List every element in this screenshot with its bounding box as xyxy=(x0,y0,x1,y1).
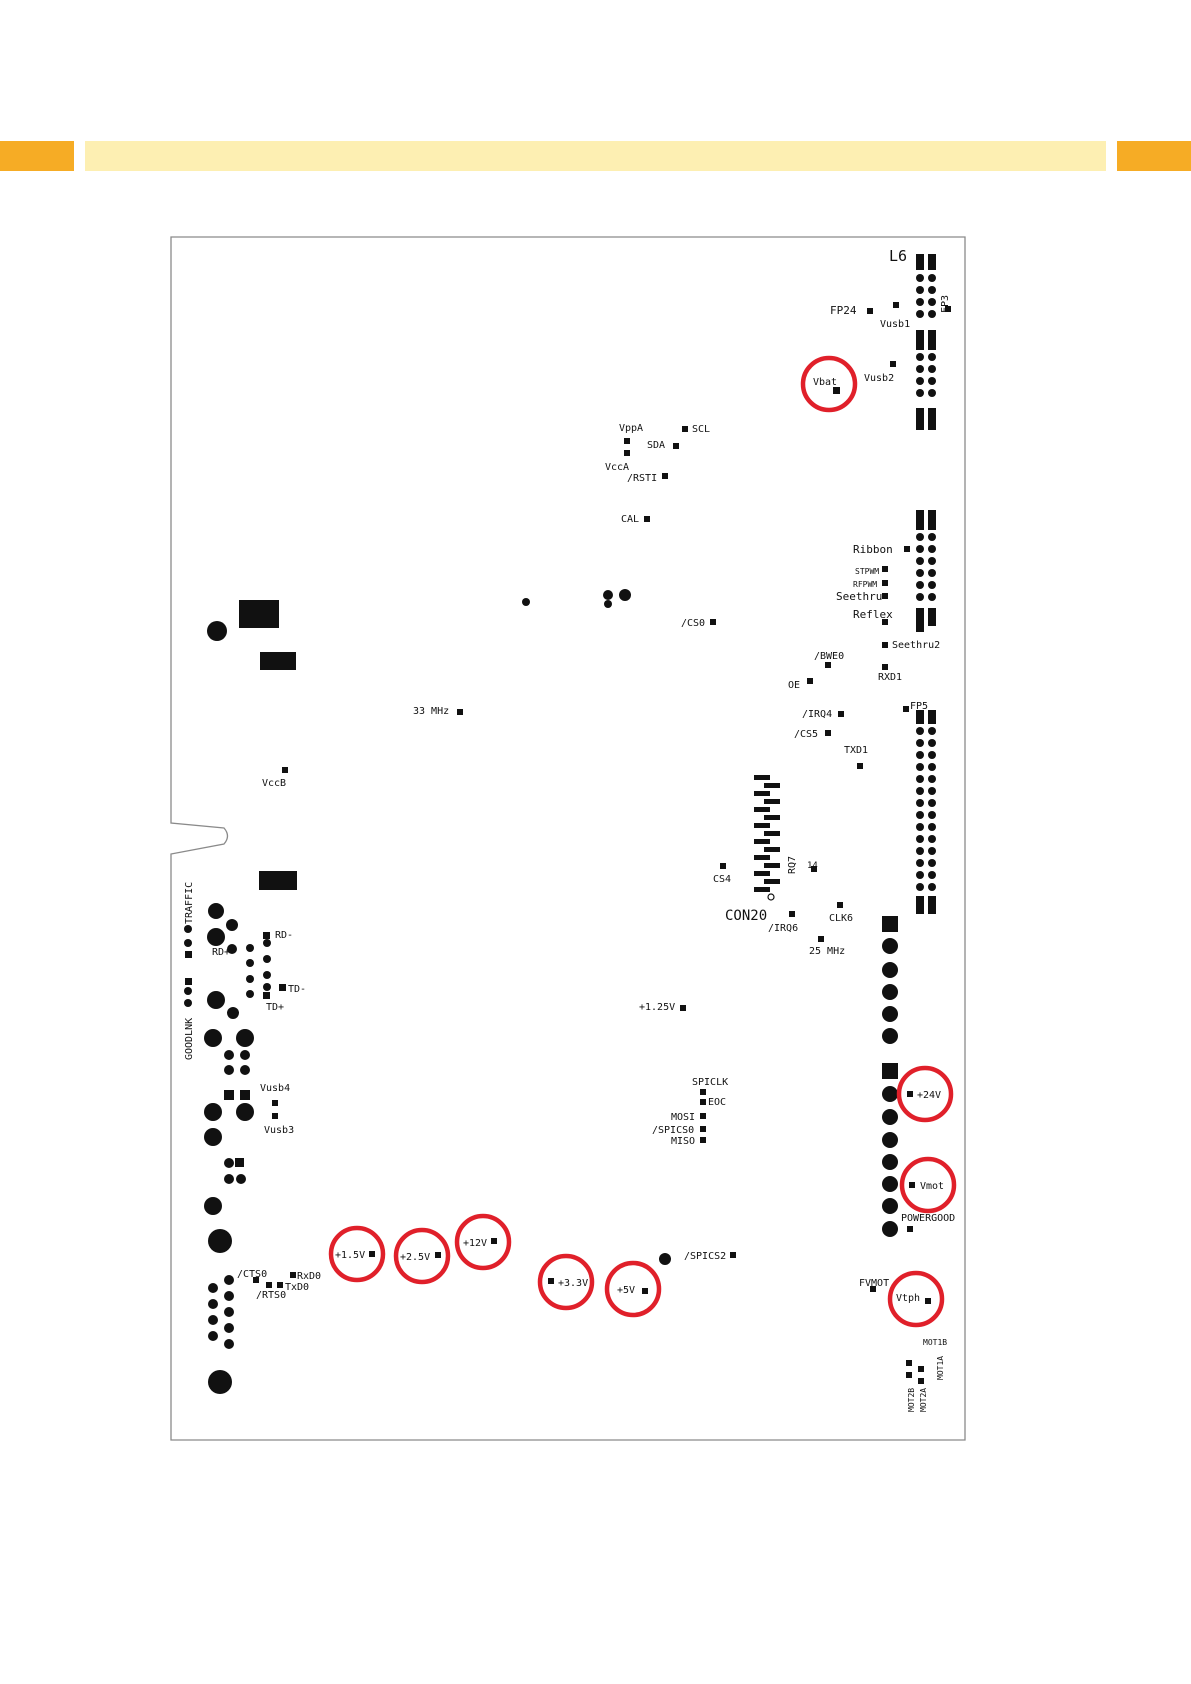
label-mot1b: MOT1B xyxy=(923,1338,947,1347)
highlight-v5 xyxy=(604,1260,662,1318)
label-fp24: FP24 xyxy=(830,304,857,317)
label-irq4: /IRQ4 xyxy=(802,709,832,720)
label-cs0: /CS0 xyxy=(681,618,705,629)
highlight-vtph xyxy=(887,1270,945,1328)
label-cts0: /CTS0 xyxy=(237,1269,267,1280)
label-reflex: Reflex xyxy=(853,608,893,621)
label-vusb2: Vusb2 xyxy=(864,373,894,384)
label-cs5: /CS5 xyxy=(794,729,818,740)
label-v12: +12V xyxy=(463,1238,487,1249)
label-td-minus: TD- xyxy=(288,984,306,995)
label-rxd0: RxD0 xyxy=(297,1271,321,1282)
header-accent-left xyxy=(0,141,74,171)
test-pads xyxy=(253,302,931,1384)
label-miso: MISO xyxy=(671,1136,695,1147)
label-vtph: Vtph xyxy=(896,1293,920,1304)
label-mot2b: MOT2B xyxy=(907,1388,916,1412)
label-v15: +1.5V xyxy=(335,1250,365,1261)
label-sda: SDA xyxy=(647,440,665,451)
label-14: 14 xyxy=(807,861,818,871)
header-band xyxy=(85,141,1106,171)
highlight-circles xyxy=(328,355,957,1328)
label-v25: +2.5V xyxy=(400,1252,430,1263)
label-ribbon: Ribbon xyxy=(853,543,893,556)
label-irq6: /IRQ6 xyxy=(768,923,798,934)
label-eoc: EOC xyxy=(708,1097,726,1108)
label-mosi: MOSI xyxy=(671,1112,695,1123)
label-v33: +3.3V xyxy=(558,1278,588,1289)
label-mot1a: MOT1A xyxy=(936,1356,945,1380)
central-components xyxy=(522,589,671,1265)
label-v125: +1.25V xyxy=(639,1002,675,1013)
label-rd-minus: RD- xyxy=(275,930,293,941)
label-cs4: CS4 xyxy=(713,874,731,885)
label-spics2: /SPICS2 xyxy=(684,1251,726,1262)
label-con20: CON20 xyxy=(725,908,767,924)
label-rts0: /RTS0 xyxy=(256,1290,286,1301)
label-v5: +5V xyxy=(617,1285,635,1296)
label-spiclk: SPICLK xyxy=(692,1077,728,1088)
highlight-v12 xyxy=(454,1213,512,1271)
highlight-v33 xyxy=(537,1253,595,1311)
label-powergood: POWERGOOD xyxy=(901,1213,955,1224)
label-v24: +24V xyxy=(917,1090,941,1101)
label-vccb: VccB xyxy=(262,778,286,789)
label-stpwm: STPWM xyxy=(855,567,879,576)
label-spics0: /SPICS0 xyxy=(652,1125,694,1136)
label-rd-plus: RD+ xyxy=(212,947,230,958)
header-accent-right xyxy=(1117,141,1191,171)
label-rxd1: RXD1 xyxy=(878,672,902,683)
label-25mhz: 25 MHz xyxy=(809,946,845,957)
label-vusb3: Vusb3 xyxy=(264,1125,294,1136)
label-vppa: VppA xyxy=(619,423,643,434)
left-components xyxy=(184,600,297,1394)
label-rq7: RQ7 xyxy=(787,856,798,874)
label-vcca: VccA xyxy=(605,462,629,473)
highlight-v15 xyxy=(328,1225,386,1283)
label-cal: CAL xyxy=(621,514,639,525)
label-txd0: TxD0 xyxy=(285,1282,309,1293)
highlight-vmot xyxy=(899,1156,957,1214)
label-td-plus: TD+ xyxy=(266,1002,284,1013)
connector-con20 xyxy=(754,775,780,901)
highlight-v24 xyxy=(896,1065,954,1123)
board-outline xyxy=(170,236,966,1441)
label-fp3: FP3 xyxy=(940,295,951,313)
connector-fp5 xyxy=(903,706,936,914)
connector-l6 xyxy=(916,254,951,430)
label-bwe0: /BWE0 xyxy=(814,651,844,662)
label-fvmot: FVMOT xyxy=(859,1278,889,1289)
label-vbat: Vbat xyxy=(813,377,837,388)
label-fp5: FP5 xyxy=(910,701,928,712)
label-oe: OE xyxy=(788,680,800,691)
label-goodlnk: GOODLNK xyxy=(184,1018,195,1060)
label-seethru: Seethru xyxy=(836,590,882,603)
label-seethru2: Seethru2 xyxy=(892,640,940,651)
label-rfpwm: RFPWM xyxy=(853,580,877,589)
label-l6: L6 xyxy=(889,247,907,265)
label-mot2a: MOT2A xyxy=(919,1388,928,1412)
label-rsti: /RSTI xyxy=(627,473,657,484)
label-33mhz: 33 MHz xyxy=(413,706,449,717)
highlight-vbat xyxy=(800,355,858,413)
label-vusb1: Vusb1 xyxy=(880,319,910,330)
connector-sensors xyxy=(916,510,936,632)
label-txd1: TXD1 xyxy=(844,745,868,756)
highlight-v25 xyxy=(393,1227,451,1285)
label-vusb4: Vusb4 xyxy=(260,1083,290,1094)
power-terminal-column xyxy=(882,916,898,1237)
label-clk6: CLK6 xyxy=(829,913,853,924)
label-vmot: Vmot xyxy=(920,1181,944,1192)
label-scl: SCL xyxy=(692,424,710,435)
label-traffic: TRAFFIC xyxy=(184,882,195,924)
